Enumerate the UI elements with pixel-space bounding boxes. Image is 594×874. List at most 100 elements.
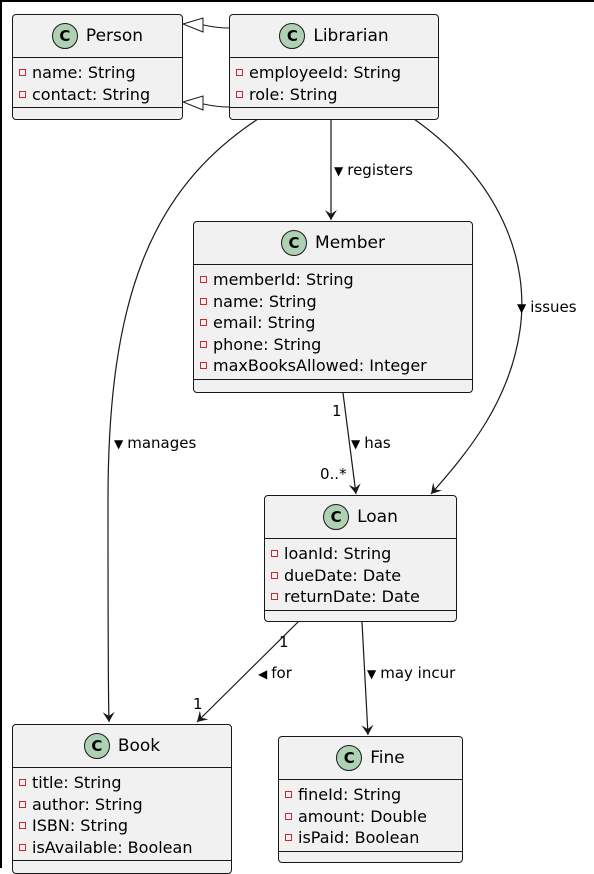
edge-may-incur [361,621,374,736]
attribute-list: title: String author: String ISBN: Strin… [13,768,231,861]
direction-marker-icon: ◀ [258,667,268,681]
class-badge-icon: C [83,733,110,759]
attribute-text: email: String [213,313,316,333]
attribute-row: contact: String [13,84,182,106]
attribute-text: maxBooksAllowed: Integer [213,356,427,376]
class-header: C Book [13,725,231,768]
class-header: C Person [13,15,182,58]
attribute-text: isPaid: Boolean [298,828,420,848]
private-visibility-icon [271,593,278,601]
private-visibility-icon [19,843,26,851]
private-visibility-icon [200,276,207,284]
class-name: Librarian [313,26,389,46]
multiplicity-for-target: 1 [193,695,203,713]
private-visibility-icon [19,779,26,787]
attribute-row: email: String [194,312,472,334]
attribute-row: ISBN: String [13,815,231,837]
label-for: ◀for [258,664,292,682]
direction-marker-icon: ▼ [517,301,527,315]
class-badge-icon: C [279,23,306,49]
private-visibility-icon [285,812,292,820]
class-badge-icon: C [323,504,350,530]
attribute-row: fineId: String [279,784,462,806]
attribute-text: role: String [249,84,338,104]
label-issues: ▼issues [517,298,577,316]
class-person[interactable]: C Person name: String contact: String [12,14,183,120]
attribute-text: loanId: String [284,544,392,564]
private-visibility-icon [200,297,207,305]
private-visibility-icon [285,834,292,842]
direction-marker-icon: ▼ [351,437,361,451]
class-fine[interactable]: C Fine fineId: String amount: Double isP… [278,736,463,863]
inheritance-arrowhead-bottom [181,95,204,111]
class-name: Fine [370,748,405,768]
class-header: C Librarian [230,15,438,58]
private-visibility-icon [19,69,26,77]
class-name: Member [315,233,385,253]
relation-text: for [271,664,292,682]
edge-issues [413,118,523,495]
attribute-list: name: String contact: String [13,58,182,108]
attribute-row: maxBooksAllowed: Integer [194,355,472,377]
method-compartment [279,852,462,859]
attribute-list: fineId: String amount: Double isPaid: Bo… [279,780,462,852]
private-visibility-icon [236,69,243,77]
attribute-text: name: String [32,63,136,83]
attribute-text: author: String [32,794,143,814]
private-visibility-icon [19,90,26,98]
inheritance-arrowhead-top [181,17,204,33]
attribute-text: fineId: String [298,785,402,805]
method-compartment [13,861,231,868]
label-registers: ▼registers [334,161,413,179]
method-compartment [230,108,438,115]
class-badge-icon: C [281,230,308,256]
multiplicity-for-source: 1 [279,633,289,651]
label-manages: ▼manages [114,434,196,452]
class-header: C Fine [279,737,462,780]
class-librarian[interactable]: C Librarian employeeId: String role: Str… [229,14,439,120]
relation-text: may incur [380,664,456,682]
label-has: ▼has [351,434,391,452]
attribute-text: isAvailable: Boolean [32,837,193,857]
private-visibility-icon [19,800,26,808]
class-book[interactable]: C Book title: String author: String ISBN… [12,724,232,874]
attribute-row: employeeId: String [230,62,438,84]
method-compartment [13,108,182,115]
class-header: C Member [194,222,472,265]
edge-manages [102,118,259,723]
private-visibility-icon [271,571,278,579]
relation-text: issues [530,298,577,316]
class-loan[interactable]: C Loan loanId: String dueDate: Date retu… [264,495,457,622]
class-header: C Loan [265,496,456,539]
private-visibility-icon [271,550,278,558]
attribute-row: memberId: String [194,269,472,291]
multiplicity-has-source: 1 [332,402,342,420]
attribute-row: amount: Double [279,806,462,828]
attribute-list: loanId: String dueDate: Date returnDate:… [265,539,456,611]
private-visibility-icon [285,791,292,799]
class-name: Loan [357,507,398,527]
attribute-row: title: String [13,772,231,794]
attribute-text: dueDate: Date [284,565,402,585]
attribute-text: title: String [32,773,122,793]
relation-text: has [364,434,391,452]
private-visibility-icon [19,822,26,830]
method-compartment [194,380,472,387]
attribute-row: isAvailable: Boolean [13,837,231,859]
attribute-row: loanId: String [265,543,456,565]
attribute-row: author: String [13,794,231,816]
attribute-row: isPaid: Boolean [279,827,462,849]
attribute-row: returnDate: Date [265,586,456,608]
attribute-text: contact: String [32,84,151,104]
attribute-text: amount: Double [298,806,427,826]
class-name: Book [117,736,161,756]
attribute-row: phone: String [194,334,472,356]
relation-text: manages [127,434,197,452]
attribute-row: dueDate: Date [265,565,456,587]
class-member[interactable]: C Member memberId: String name: String e… [193,221,473,393]
edge-for [196,621,299,723]
method-compartment [265,611,456,618]
inheritance-edge-bottom [202,103,230,108]
class-badge-icon: C [336,745,363,771]
